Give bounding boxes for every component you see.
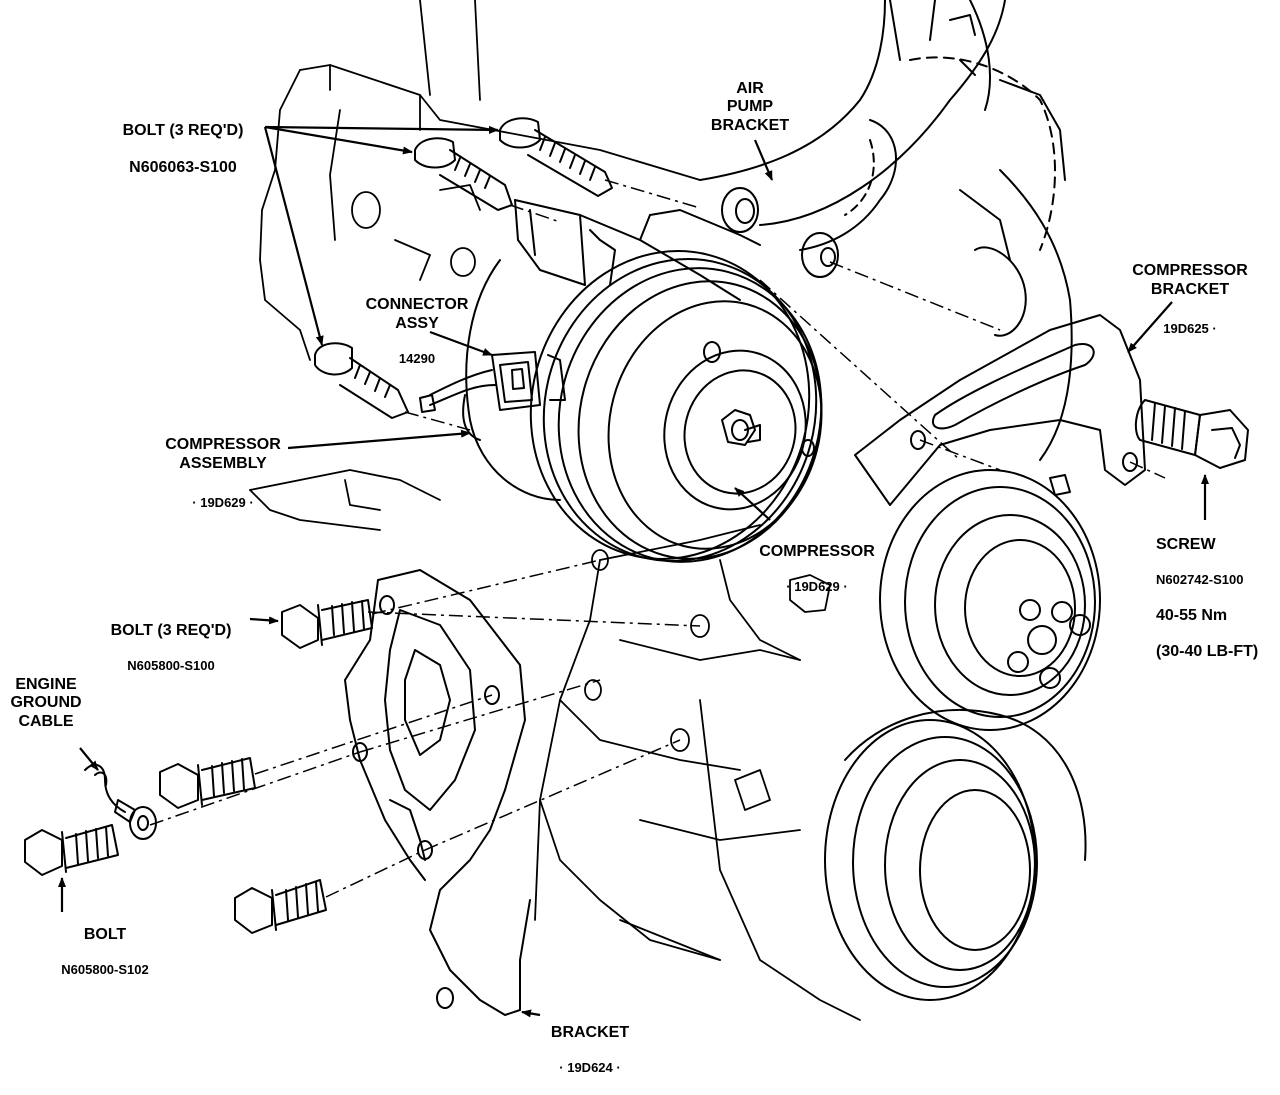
bracket-label: BRACKET · 19D624 · [540, 1006, 640, 1095]
engine-ground-cable-label: ENGINE GROUND CABLE [10, 676, 82, 730]
compressor-body [465, 199, 823, 563]
compressor-bracket-label: COMPRESSOR BRACKET 19D625 · [1115, 244, 1265, 355]
alignment-lines [149, 179, 1166, 898]
bolt-top-1 [499, 117, 613, 197]
bracket-part: · 19D624 · [559, 1060, 621, 1076]
compressor-bracket-shape [854, 314, 1146, 506]
bolt-mid-label: BOLT (3 REQ'D) N605800-S100 [96, 604, 246, 693]
compressor-bracket-part: 19D625 · [1163, 320, 1217, 336]
bolt-mid-1 [281, 599, 373, 649]
ground-cable-shape [84, 763, 157, 840]
bolt-mid-part: N605800-S100 [127, 658, 215, 674]
diagram-stage: BOLT (3 REQ'D) N606063-S100 AIR PUMP BRA… [10, 0, 1278, 1075]
bolt-mid-title: BOLT (3 REQ'D) [110, 622, 232, 640]
compressor-assembly-title: COMPRESSOR ASSEMBLY [165, 436, 281, 472]
compressor-assembly-label: COMPRESSOR ASSEMBLY · 19D629 · [148, 418, 298, 529]
leader-lines [58, 125, 1209, 1018]
compressor-part: · 19D629 · [786, 579, 848, 595]
compressor-bracket-title: COMPRESSOR BRACKET [1132, 262, 1248, 298]
connector-assy-part: 14290 [398, 350, 436, 366]
connector-shape [419, 351, 541, 441]
bolt-top-part: N606063-S100 [129, 159, 237, 177]
bolt-top-title: BOLT (3 REQ'D) [122, 122, 244, 140]
screw-label: SCREW N602742-S100 40-55 Nm (30-40 LB-FT… [1156, 518, 1278, 680]
screw-torque-nm: 40-55 Nm [1156, 606, 1228, 624]
bolt-top-2 [414, 137, 513, 211]
screw-torque-lbft: (30-40 LB-FT) [1156, 643, 1259, 661]
bolt-bottom [24, 824, 119, 876]
engine-illustration [24, 0, 1249, 1021]
screw-part: N602742-S100 [1156, 572, 1244, 588]
compressor-assembly-part: · 19D629 · [192, 494, 254, 510]
bolt-bottom-label: BOLT N605800-S102 [40, 908, 170, 997]
connector-assy-title: CONNECTOR ASSY [365, 296, 469, 332]
bolt-mid-2 [159, 757, 256, 809]
bolt-bottom-part: N605800-S102 [61, 962, 149, 978]
connector-assy-label: CONNECTOR ASSY 14290 [352, 278, 482, 385]
engine-block [249, 0, 861, 1021]
bolt-bottom-title: BOLT [83, 926, 127, 944]
timing-cover [959, 169, 1073, 461]
compressor-label: COMPRESSOR · 19D629 · [742, 525, 892, 614]
lower-pulleys [824, 469, 1101, 1001]
bolt-top-label: BOLT (3 REQ'D) N606063-S100 [108, 104, 258, 196]
compressor-title: COMPRESSOR [759, 543, 875, 561]
air-pump-bracket-shape [699, 0, 1066, 278]
screw-right [1134, 399, 1249, 469]
air-pump-bracket-label: AIR PUMP BRACKET [710, 80, 790, 134]
bolt-low [234, 879, 327, 934]
bracket-title: BRACKET [550, 1024, 630, 1042]
lower-bracket-shape [344, 569, 531, 1016]
screw-title: SCREW [1156, 536, 1216, 554]
